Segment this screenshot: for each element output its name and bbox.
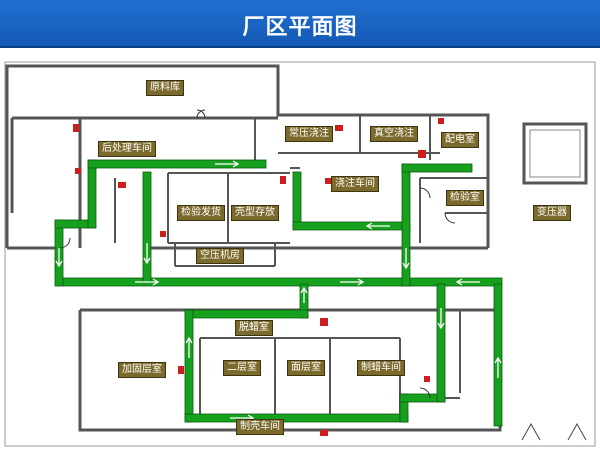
- upper-inner-partitions: [114, 115, 488, 267]
- room-label-surface-layer-room: 面层室: [287, 360, 325, 376]
- factory-floor-plan: 原料库 后处理车间 常压浇注 真空浇注 配电室 浇注车间 检验发货 壳型存放 检…: [0, 48, 600, 450]
- room-label-casting-workshop: 浇注车间: [331, 176, 379, 192]
- room-label-raw-material-store: 原料库: [146, 80, 184, 96]
- room-label-inspection-room: 检验室: [446, 190, 484, 206]
- header-rule: [0, 46, 600, 48]
- room-label-transformer: 变压器: [533, 205, 571, 221]
- logistics-route: [54, 159, 503, 427]
- transformer-enclosure: [522, 122, 588, 185]
- room-label-finished-storage: 壳型存放: [231, 205, 279, 221]
- door-icon: [59, 109, 456, 399]
- room-label-distribution-room: 配电室: [441, 132, 479, 148]
- room-label-dewaxing-room: 脱蜡室: [235, 320, 273, 336]
- lower-building-walls: [78, 308, 502, 432]
- room-label-reinforcement-room: 加固层室: [118, 362, 166, 378]
- floor-plan-drawing: [4, 61, 596, 447]
- equipment-marker-icon: [73, 118, 444, 436]
- room-label-post-processing-workshop: 后处理车间: [98, 141, 156, 157]
- site-boundary: [4, 61, 596, 447]
- room-label-air-compressor-room: 空压机房: [196, 248, 244, 264]
- route-arrow-icon: [55, 160, 502, 422]
- room-label-inspection-shipping: 检验发货: [177, 205, 225, 221]
- room-label-vacuum-casting: 真空浇注: [370, 126, 418, 142]
- page-title: 厂区平面图: [242, 15, 358, 40]
- room-label-wax-making-workshop: 制蜡车间: [357, 360, 405, 376]
- room-label-second-layer-room: 二层室: [223, 360, 261, 376]
- room-label-normal-pressure-casting: 常压浇注: [285, 126, 333, 142]
- transformer-inner: [529, 129, 581, 178]
- site-hatch-marks: [521, 422, 587, 441]
- page-header: 厂区平面图: [0, 0, 600, 48]
- room-label-shell-making-room: 制壳车间: [236, 419, 284, 435]
